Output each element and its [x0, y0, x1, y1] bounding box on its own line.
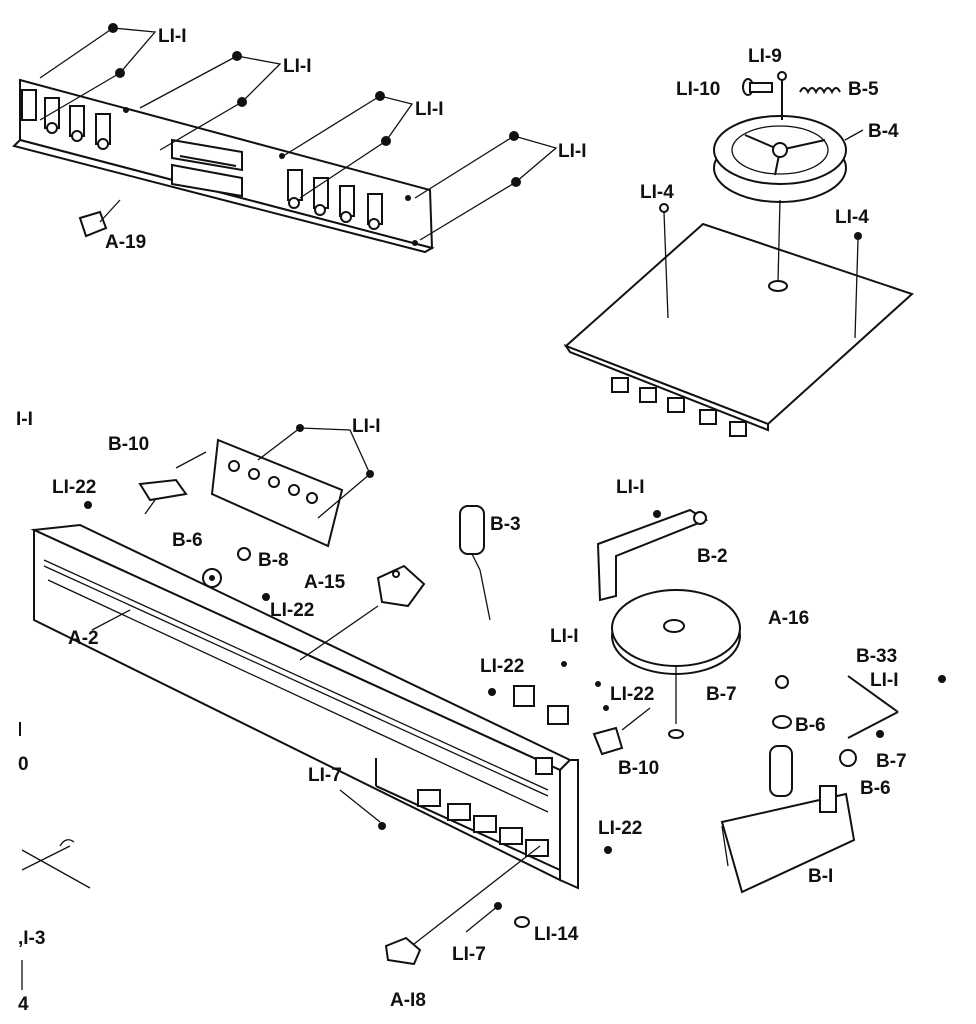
label-li9: LI-9 [748, 46, 782, 67]
label-a16: A-16 [768, 608, 809, 629]
label-a2: A-2 [68, 628, 99, 649]
part-b10-bracket-right [592, 705, 651, 756]
part-a16-gear [611, 589, 741, 739]
switch-board [210, 424, 374, 548]
label-li22-c: LI-22 [480, 656, 524, 677]
panel-switches-left [21, 89, 111, 150]
label-li1-c: LI-I [415, 99, 444, 120]
plate-connectors [611, 377, 747, 437]
part-b3-knob [459, 505, 491, 621]
label-li7-a: LI-7 [308, 765, 342, 786]
panel-buttons [417, 789, 549, 857]
label-b6-a: B-6 [172, 530, 203, 551]
label-b1: B-I [808, 866, 833, 887]
label-a18: A-I8 [390, 990, 426, 1011]
label-b33: B-33 [856, 646, 897, 667]
label-li10: LI-10 [676, 79, 720, 100]
label-b7-b: B-7 [876, 751, 907, 772]
part-b33-spring [847, 675, 946, 739]
label-li4-a: LI-4 [640, 182, 674, 203]
label-li22-e: LI-22 [598, 818, 642, 839]
label-a19: A-19 [105, 232, 146, 253]
label-left-4: 4 [18, 994, 29, 1015]
panel-switches-right [287, 169, 383, 230]
part-b4-reel [713, 115, 847, 203]
label-li1-f: LI-I [616, 477, 645, 498]
label-li1-h: LI-I [870, 670, 899, 691]
part-b10-bracket-left [138, 451, 207, 515]
label-li14: LI-14 [534, 924, 579, 945]
part-li9-screw [777, 71, 787, 120]
label-li1-left: I-I [16, 409, 33, 430]
panel-slider [171, 138, 243, 198]
label-li1-g: LI-I [550, 626, 579, 647]
part-a19-clip [78, 199, 121, 238]
label-li4-b: LI-4 [835, 207, 869, 228]
part-b7-b6-washers [772, 675, 884, 767]
part-b5-spring [799, 87, 841, 95]
part-li7-screws [339, 789, 502, 933]
left-wire-fragment [21, 839, 91, 889]
label-a15: A-15 [304, 572, 346, 593]
label-li3: ,I-3 [18, 928, 45, 949]
label-b4: B-4 [868, 121, 899, 142]
screw-li22-a [84, 501, 92, 509]
label-li1-d: LI-I [558, 141, 587, 162]
label-left-0: 0 [18, 754, 29, 775]
part-b1-bracket [720, 745, 856, 894]
part-a18-knob [384, 845, 541, 966]
part-b6-b8-washers [202, 547, 251, 588]
label-li22-d: LI-22 [610, 684, 654, 705]
label-b6-c: B-6 [860, 778, 891, 799]
label-b2: B-2 [697, 546, 728, 567]
label-li1-b: LI-I [283, 56, 312, 77]
label-b6-b: B-6 [795, 715, 826, 736]
label-b10-a: B-10 [108, 434, 149, 455]
mounting-plate [563, 199, 914, 437]
part-a15-bracket [299, 564, 426, 661]
label-li22-a: LI-22 [52, 477, 96, 498]
label-b5: B-5 [848, 79, 879, 100]
screw-li22-b [262, 593, 270, 601]
part-a2-front-panel [30, 523, 579, 890]
label-b3: B-3 [490, 514, 521, 535]
screw-li22-e [604, 846, 612, 854]
center-small-brackets [488, 661, 601, 725]
chassis-screws [39, 23, 558, 241]
label-li1-a: LI-I [158, 26, 187, 47]
part-li4-screws [659, 203, 862, 339]
label-li22-b: LI-22 [270, 600, 314, 621]
part-li10-pin [742, 78, 773, 96]
front-chassis-panel [12, 78, 435, 254]
part-li14-washer [514, 916, 530, 928]
label-li7-b: LI-7 [452, 944, 486, 965]
label-b8: B-8 [258, 550, 289, 571]
part-b2-bracket [596, 508, 709, 602]
label-li1-e: LI-I [352, 416, 381, 437]
label-b10-b: B-10 [618, 758, 659, 779]
label-b7-a: B-7 [706, 684, 737, 705]
